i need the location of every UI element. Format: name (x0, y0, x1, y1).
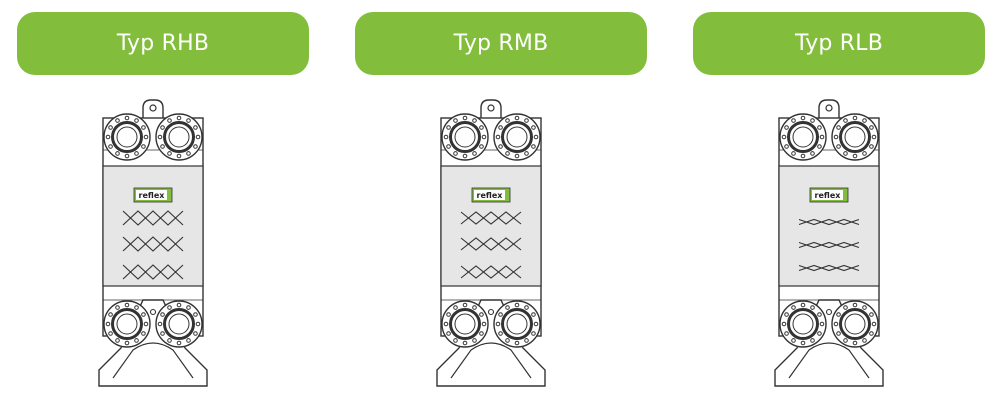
logo-text: reflex (139, 191, 166, 200)
foot-arch (788, 342, 870, 379)
port-connection-icon (103, 300, 151, 348)
type-card-rlb: Typ RLB reflex (693, 0, 985, 405)
type-label: Typ RLB (794, 31, 884, 56)
hanger-hole-icon (825, 104, 833, 112)
logo-text: reflex (815, 191, 842, 200)
hanger-hole-icon (487, 104, 495, 112)
bolt-icon (149, 308, 157, 316)
heat-exchanger-rlb-drawing: reflex (774, 99, 884, 387)
reflex-logo: reflex (809, 187, 849, 203)
chevron-pattern-row (798, 218, 860, 226)
plate-pack (778, 165, 880, 287)
chevron-pattern-row (798, 264, 860, 272)
chevron-pattern-row (122, 264, 184, 280)
port-connection-icon (831, 300, 879, 348)
logo-text: reflex (477, 191, 504, 200)
port-connection-icon (831, 113, 879, 161)
hanger-hole-icon (149, 104, 157, 112)
type-label-pill: Typ RHB (17, 12, 309, 75)
port-connection-icon (779, 113, 827, 161)
port-connection-icon (155, 113, 203, 161)
heat-exchanger-rhb-drawing: reflex (98, 99, 208, 387)
reflex-logo: reflex (471, 187, 511, 203)
port-connection-icon (103, 113, 151, 161)
chevron-pattern-row (460, 211, 522, 225)
chevron-pattern-row (460, 237, 522, 251)
type-label-pill: Typ RMB (355, 12, 647, 75)
type-card-rmb: Typ RMB reflex (355, 0, 647, 405)
port-connection-icon (493, 113, 541, 161)
type-card-rhb: Typ RHB reflex (17, 0, 309, 405)
bolt-icon (825, 308, 833, 316)
port-connection-icon (441, 113, 489, 161)
bolt-icon (487, 308, 495, 316)
port-connection-icon (493, 300, 541, 348)
port-connection-icon (155, 300, 203, 348)
plate-pack (102, 165, 204, 287)
heat-exchanger-rmb-drawing: reflex (436, 99, 546, 387)
plate-pack (440, 165, 542, 287)
chevron-pattern-row (122, 210, 184, 226)
chevron-pattern-row (122, 236, 184, 252)
foot-arch (112, 342, 194, 379)
type-label-pill: Typ RLB (693, 12, 985, 75)
port-connection-icon (779, 300, 827, 348)
reflex-logo: reflex (133, 187, 173, 203)
port-connection-icon (441, 300, 489, 348)
type-label: Typ RHB (116, 31, 210, 56)
chevron-pattern-row (460, 265, 522, 279)
foot-arch (450, 342, 532, 379)
type-label: Typ RMB (453, 31, 549, 56)
chevron-pattern-row (798, 241, 860, 249)
